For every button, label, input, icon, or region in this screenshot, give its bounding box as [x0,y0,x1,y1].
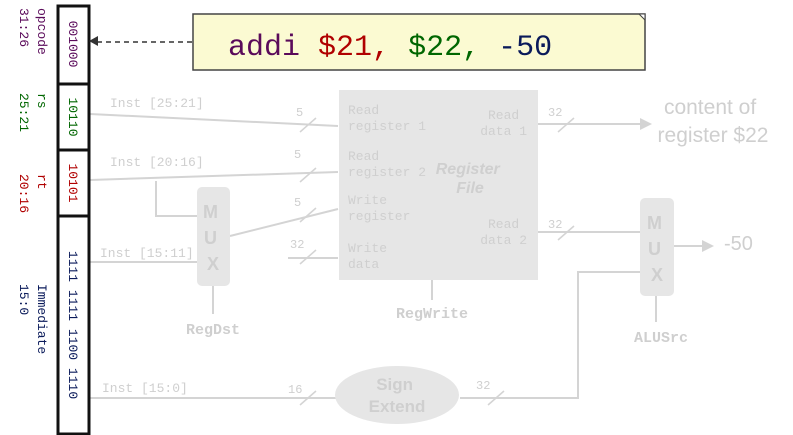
sign-extend-block [335,366,459,424]
sign-extend-label: Sign Extend [369,375,426,416]
label-inst-20-16: Inst [20:16] [110,155,204,170]
wire-sign-ext-out [460,271,640,399]
instruction-box [192,13,646,71]
field-name-0-line-0: opcode [34,8,49,55]
wire-rt-to-mux [155,181,197,217]
field-name-1-line-1: 25:21 [16,93,31,132]
label-regdst: RegDst [186,322,240,339]
instruction-callout: addi $21, $22, -50 [89,13,646,71]
label-width-read-data-1: 32 [548,106,562,120]
bus-width-marks [299,117,575,406]
field-name-3-line-1: 15:0 [16,284,31,315]
field-bits-3: 1111 1111 1100 1110 [65,251,80,399]
mux-left-block [197,187,230,286]
rf-read-data-1: Read data 1 [480,108,527,139]
label-regwrite: RegWrite [396,306,468,323]
arrow-mux-out [702,240,714,252]
label-width-extended: 32 [476,379,490,393]
label-width-rt: 5 [294,148,301,162]
label-inst-15-11: Inst [15:11] [100,246,194,261]
datapath-background: Inst [25:21] Inst [20:16] Inst [15:11] I… [89,90,769,424]
field-name-0-line-1: 31:26 [16,8,31,47]
label-width-rs: 5 [296,106,303,120]
instruction-immediate: -50 [498,31,552,65]
field-name-1-line-0: rs [34,93,49,109]
label-inst-25-21: Inst [25:21] [110,96,204,111]
wire-rs [89,113,339,127]
instruction-rs: $21, [318,31,390,65]
wire-mux-to-write [229,208,339,237]
field-name-2-line-0: rt [34,174,49,190]
field-box-3 [56,214,91,435]
field-bit-boxes: 001000 10110 10101 1111 1111 1100 1110 [56,4,91,435]
label-inst-15-0: Inst [15:0] [102,381,188,396]
instruction-rt: $22, [408,31,480,65]
rf-write-data: Write data [348,241,395,272]
rf-read-register-1: Read register 1 [348,103,426,134]
label-width-read-data-2: 32 [548,218,562,232]
mux-left-letters: M U X [203,202,223,274]
field-name-3-line-0: Immediate [34,284,49,354]
field-bits-1: 10110 [65,97,80,136]
rf-title: Register File [436,161,504,197]
instruction-box-corner [637,13,646,22]
callout-arrow-head [89,36,98,46]
arrow-read-data-1 [640,118,652,130]
instruction-mnemonic: addi [228,31,300,65]
label-alusrc: ALUSrc [634,330,688,347]
rf-read-data-2: Read data 2 [480,217,527,248]
rf-read-register-2: Read register 2 [348,149,426,180]
field-bits-2: 10101 [65,163,80,202]
mux-output-value: -50 [724,233,753,255]
field-bits-0: 001000 [65,21,80,68]
label-width-imm: 16 [288,383,302,397]
wire-rt [89,171,339,181]
read-data-1-content-note: content of register $22 [658,96,769,147]
mux-right-letters: M U X [647,213,667,285]
label-width-write-data: 32 [290,238,304,252]
register-file-block [339,90,538,280]
label-width-write: 5 [294,196,301,210]
instruction-text: addi $21, $22, -50 [228,31,552,65]
field-name-2-line-1: 20:16 [16,174,31,213]
rf-write-register: Write register [348,193,410,224]
mux-right-block [640,198,674,296]
